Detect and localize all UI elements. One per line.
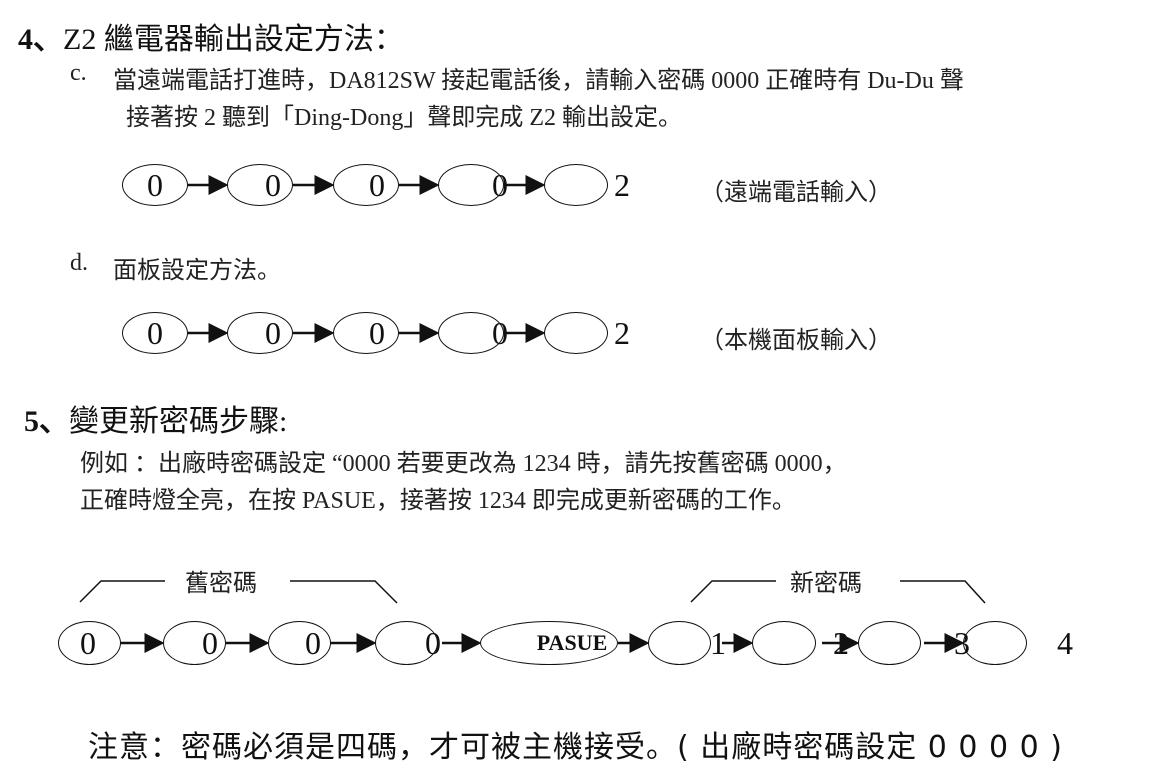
key-digit: 0 bbox=[147, 167, 163, 203]
item-d-marker: d. bbox=[70, 250, 88, 276]
panel-input-label: （本機面板輸入） bbox=[700, 328, 892, 354]
item-c-line1: 當遠端電話打進時，DA812SW 接起電話後，請輸入密碼 0000 正確時有 D… bbox=[113, 68, 964, 94]
key-digit: 0 bbox=[147, 315, 163, 351]
key-digit: 2 bbox=[614, 167, 630, 203]
section-4-heading: 4、Z2 繼電器輸出設定方法： bbox=[18, 14, 404, 58]
key-digit: 4 bbox=[1057, 625, 1073, 661]
key-digit: 2 bbox=[614, 315, 630, 351]
key-digit: 0 bbox=[202, 625, 218, 661]
key-ellipse bbox=[122, 164, 188, 206]
item-c-marker: c. bbox=[70, 60, 87, 86]
remote-input-label: （遠端電話輸入） bbox=[700, 180, 892, 206]
item-c-line2: 接著按 2 聽到「Ding-Dong」聲即完成 Z2 輸出設定。 bbox=[126, 105, 682, 131]
key-digit: 1 bbox=[710, 625, 726, 661]
key-digit: 0 bbox=[369, 167, 385, 203]
section-title: 變更新密碼步驟: bbox=[69, 405, 288, 438]
key-digit: 0 bbox=[265, 315, 281, 351]
key-digit: 0 bbox=[425, 625, 441, 661]
key-digit: 0 bbox=[265, 167, 281, 203]
key-digit: 0 bbox=[492, 315, 508, 351]
section-title: Z2 繼電器輸出設定方法： bbox=[63, 23, 404, 56]
key-digit: 0 bbox=[305, 625, 321, 661]
pasue-key-label: PASUE bbox=[536, 630, 608, 655]
key-ellipse bbox=[58, 621, 121, 665]
section-5-line1: 例如 ：出廠時密碼設定 “0000 若要更改為 1234 時，請先按舊密碼 00… bbox=[80, 451, 847, 477]
section-number: 5、 bbox=[24, 405, 69, 438]
item-d-text: 面板設定方法。 bbox=[113, 258, 281, 284]
key-digit: 0 bbox=[80, 625, 96, 661]
key-ellipse bbox=[122, 312, 188, 354]
section-5-line2: 正確時燈全亮，在按 PASUE，接著按 1234 即完成更新密碼的工作。 bbox=[80, 488, 796, 514]
section-5-heading: 5、變更新密碼步驟: bbox=[24, 396, 287, 440]
section-number: 4、 bbox=[18, 23, 63, 56]
key-digit: 0 bbox=[369, 315, 385, 351]
key-digit: 0 bbox=[492, 167, 508, 203]
new-password-label: 新密碼 bbox=[790, 571, 862, 597]
password-note: 注意：密碼必須是四碼，才可被主機接受。( 出廠時密碼設定 0 0 0 0 ) bbox=[88, 730, 1063, 765]
old-password-label: 舊密碼 bbox=[185, 571, 257, 597]
